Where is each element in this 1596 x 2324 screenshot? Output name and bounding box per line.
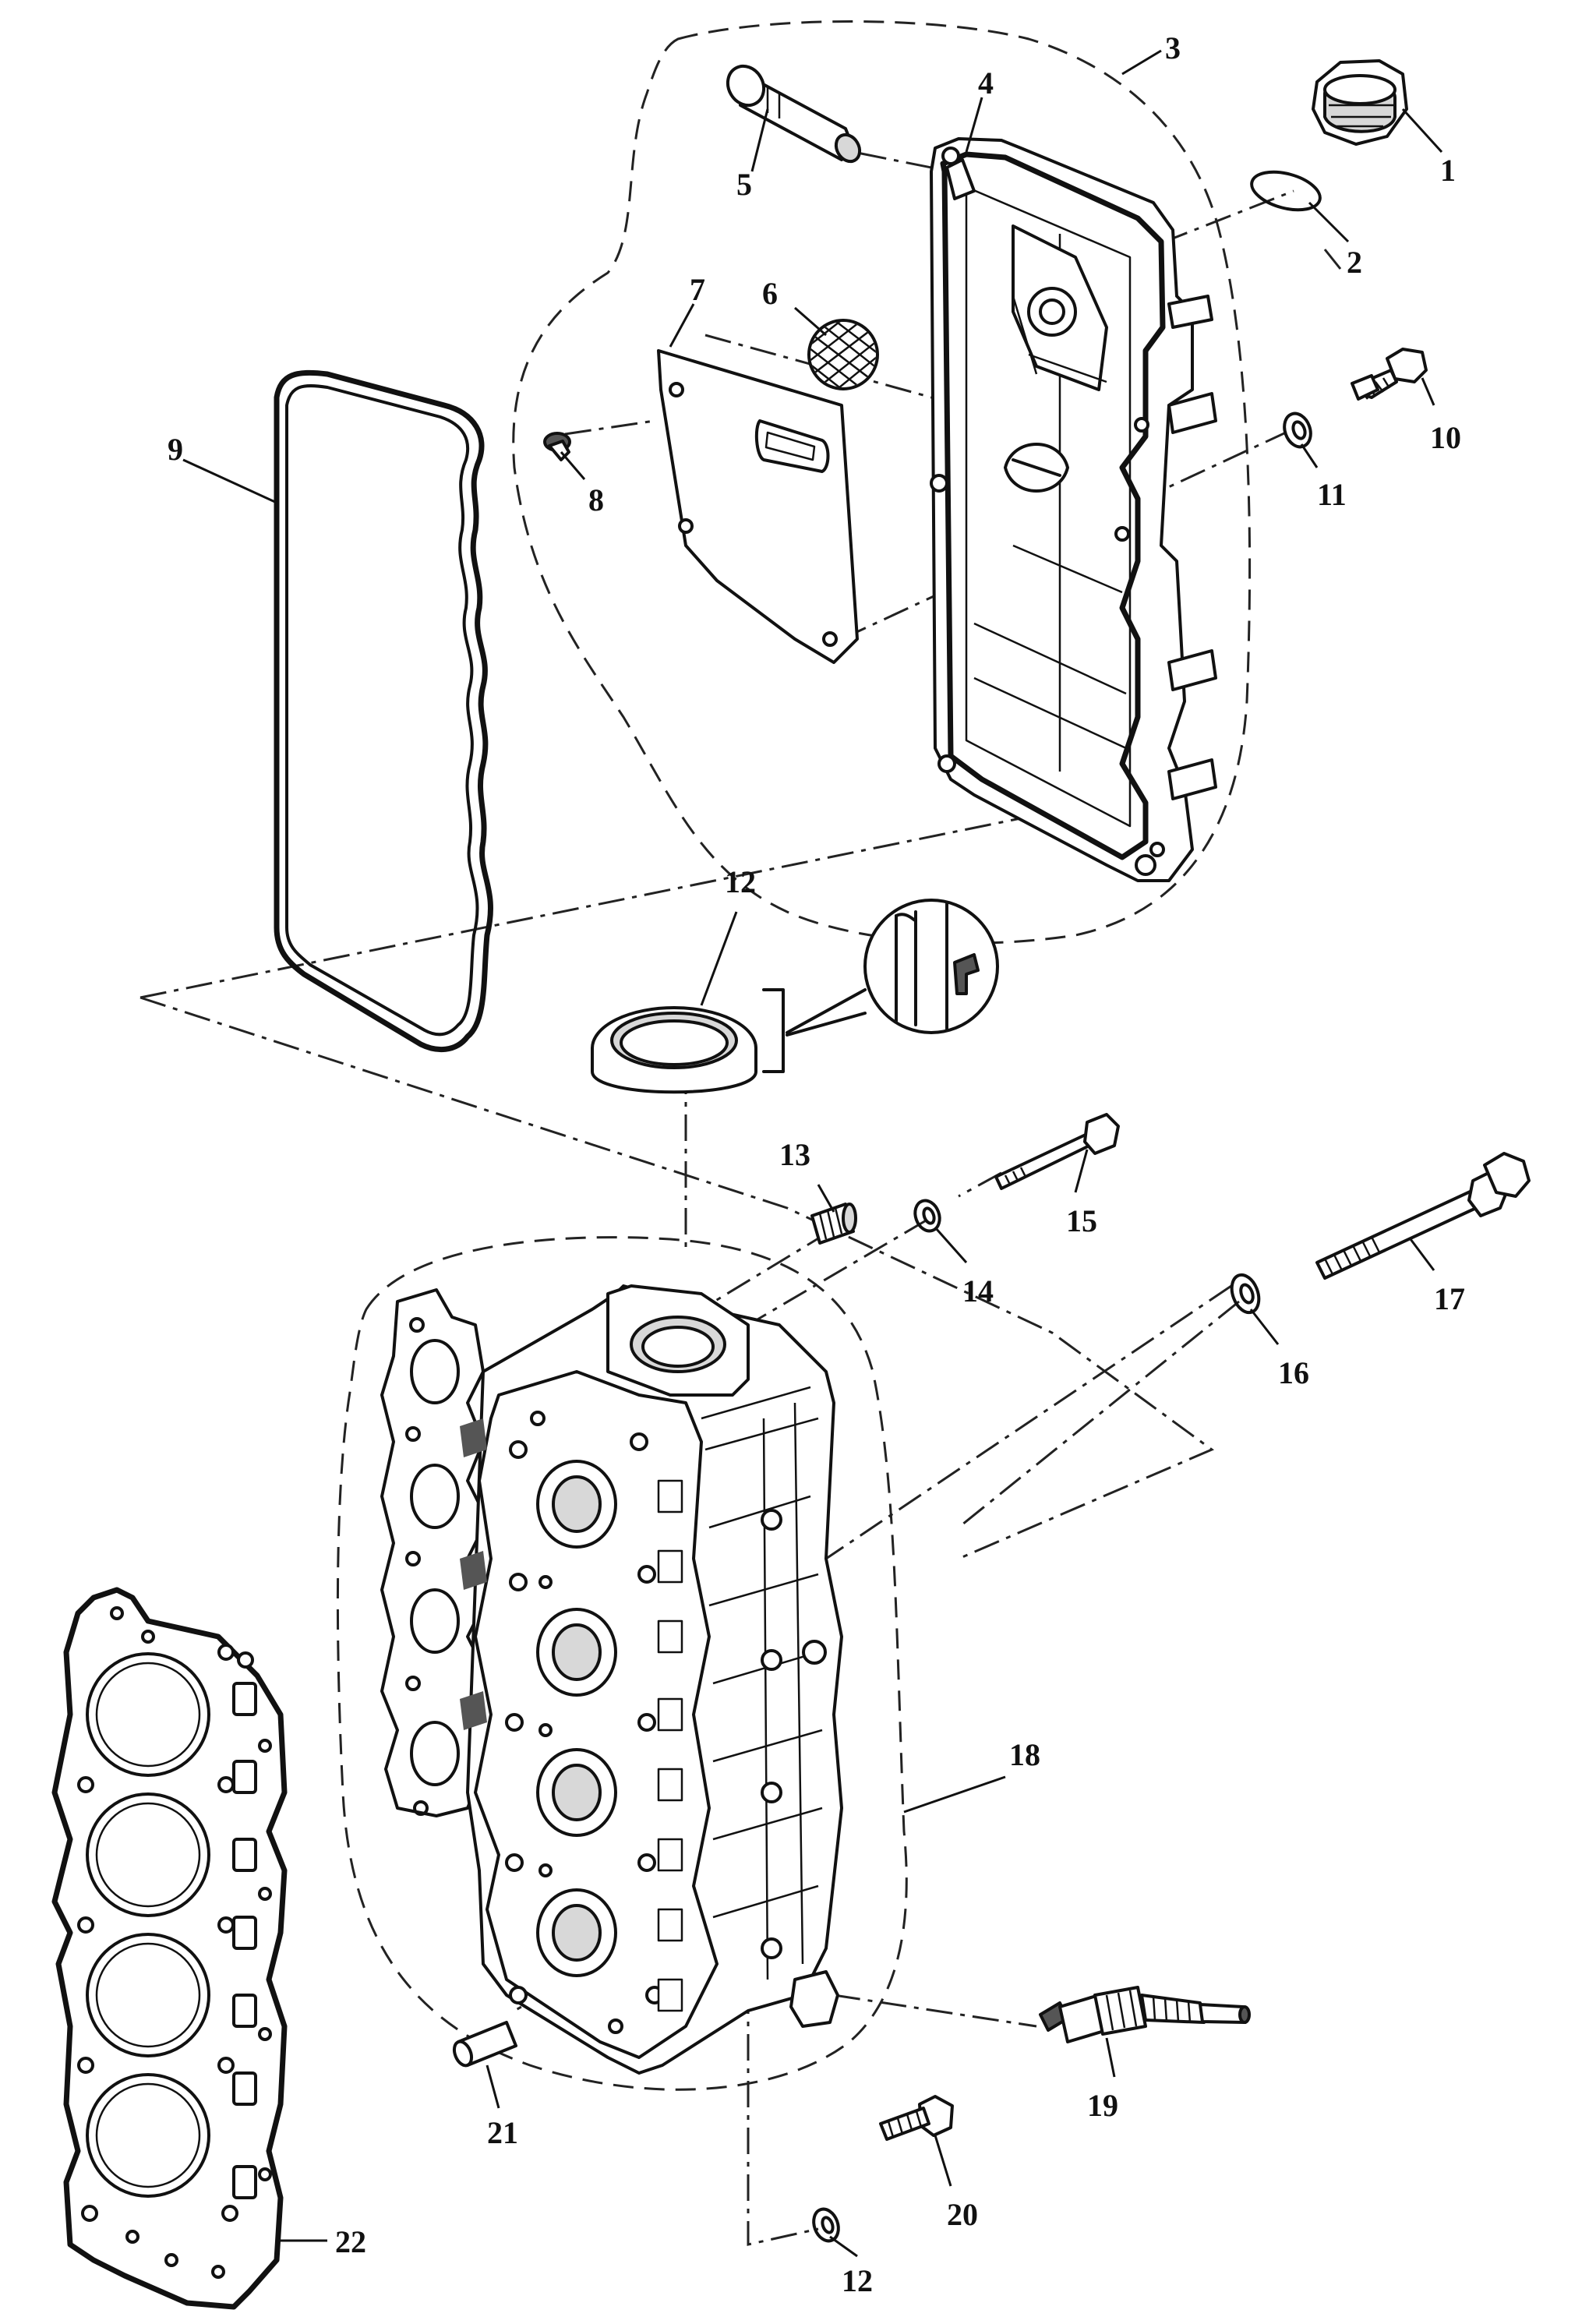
callout-21: 21 [487,2115,518,2150]
o-ring-icon [1250,170,1322,212]
callout-18: 18 [1009,1737,1040,1772]
callout-9: 9 [168,432,183,467]
callout-4: 4 [978,65,994,101]
washer-icon [913,1199,941,1233]
callout-16: 16 [1278,1355,1309,1390]
washer-icon [1230,1273,1261,1315]
callout-15: 15 [1066,1203,1097,1238]
leader-lines [182,49,1443,2258]
cylinder-head-cover-assembly-icon [930,137,1217,882]
callout-5: 5 [736,167,752,202]
callout-10: 10 [1430,420,1461,455]
cylinder-head-icon [380,1284,843,2075]
callout-11: 11 [1317,477,1347,512]
long-bolt-icon [1315,1152,1531,1280]
bolt-icon [994,1113,1120,1190]
callout-12-lower: 12 [842,2263,873,2298]
callout-7: 7 [690,272,705,307]
callout-13: 13 [779,1137,810,1172]
mesh-filter-icon [807,319,879,390]
callout-20: 20 [947,2197,978,2232]
callout-1: 1 [1440,153,1456,188]
oil-seal-detail-icon [863,899,999,1034]
spark-plug-icon [1039,1986,1251,2043]
plug-icon [810,1203,857,1245]
bolt-icon [1351,348,1428,401]
bolt-icon [879,2095,954,2141]
callout-2: 2 [1347,245,1362,280]
washer-icon [812,2207,840,2243]
callout-6: 6 [762,276,778,311]
small-screw-icon [543,432,571,461]
baffle-plate-icon [657,349,859,664]
cover-gasket-icon [274,369,493,1053]
callout-8: 8 [588,482,604,517]
oil-seal-icon [591,988,867,1094]
callout-22: 22 [335,2224,366,2259]
breather-pipe-icon [726,64,862,164]
callout-17: 17 [1434,1281,1465,1316]
washer-icon [1283,411,1312,449]
callout-labels: 1 2 3 4 5 6 7 8 9 10 11 12 13 14 15 16 1… [168,30,1465,2298]
callout-3: 3 [1165,30,1181,65]
callout-12-upper: 12 [725,864,756,899]
callout-14: 14 [962,1273,994,1309]
dowel-pin-icon [452,2021,517,2068]
oil-filler-cap-icon [1312,59,1408,146]
callout-19: 19 [1087,2088,1118,2123]
assembly-boundary-lower [336,1236,908,2091]
head-gasket-icon [51,1587,288,2310]
